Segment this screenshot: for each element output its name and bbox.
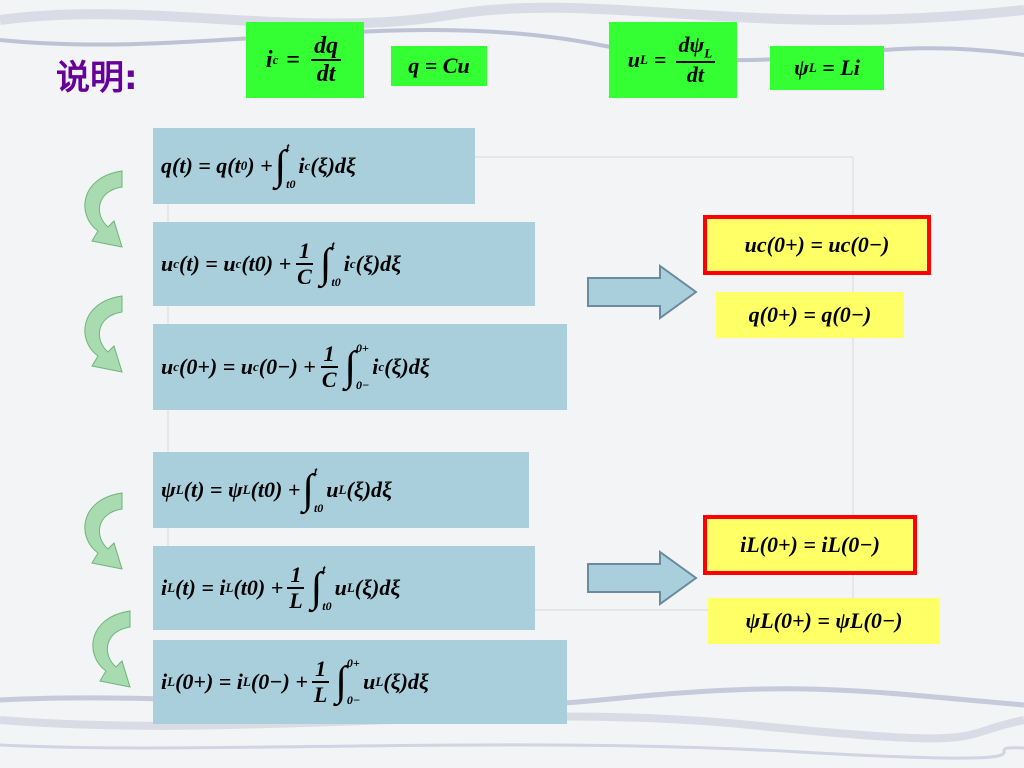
result-psi-continuity: ψL(0+) = ψL(0−) xyxy=(708,598,940,644)
right-arrow-icon xyxy=(587,264,698,320)
curved-arrow-icon xyxy=(84,295,123,373)
def-q: q = Cu xyxy=(391,46,487,86)
right-arrow-icon xyxy=(587,550,698,606)
page-title: 说明: xyxy=(56,58,138,98)
result-q-continuity: q(0+) = q(0−) xyxy=(716,292,904,338)
result-iL-continuity: iL(0+) = iL(0−) xyxy=(703,515,917,575)
curved-arrow-icon xyxy=(92,610,131,688)
curved-arrow-icon xyxy=(84,170,123,248)
curved-arrow-icon xyxy=(84,492,123,570)
result-uc-continuity: uc(0+) = uc(0−) xyxy=(703,215,931,275)
